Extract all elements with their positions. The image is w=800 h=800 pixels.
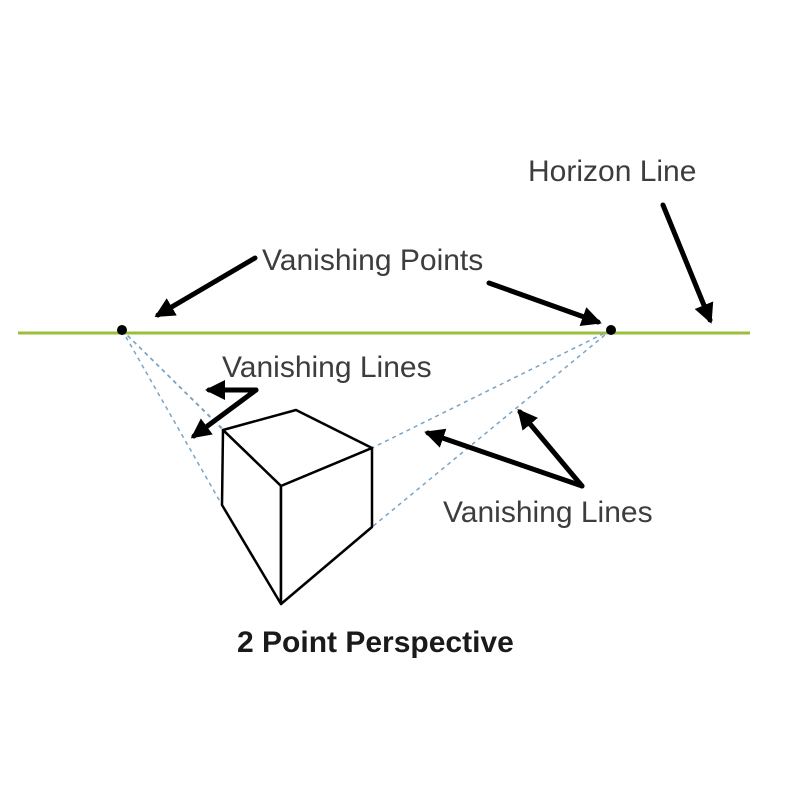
vanishing-line-left-mid — [121, 329, 224, 431]
vanishing-line-right-top — [371, 329, 612, 449]
arrow-horizon — [660, 202, 714, 324]
label-vanishing-lines-left: Vanishing Lines — [222, 351, 432, 384]
vanishing-line-right-bottom — [371, 329, 612, 528]
arrow-vanishing-point-right — [486, 280, 602, 327]
arrow-vanishing-lines-right-a — [424, 428, 585, 489]
label-horizon-line: Horizon Line — [528, 155, 696, 188]
label-vanishing-lines-right: Vanishing Lines — [443, 496, 653, 529]
vanishing-point-left — [117, 325, 127, 335]
arrow-vanishing-lines-right-b — [517, 408, 585, 489]
vanishing-line-left-bottom — [121, 329, 223, 506]
arrow-vanishing-point-left — [154, 255, 258, 318]
diagram-title: 2 Point Perspective — [237, 626, 514, 659]
label-vanishing-points: Vanishing Points — [262, 244, 483, 277]
cube — [220, 408, 374, 606]
arrow-vanishing-lines-left-b — [190, 387, 259, 439]
vanishing-point-right — [606, 325, 616, 335]
cube-right-face — [279, 446, 374, 606]
